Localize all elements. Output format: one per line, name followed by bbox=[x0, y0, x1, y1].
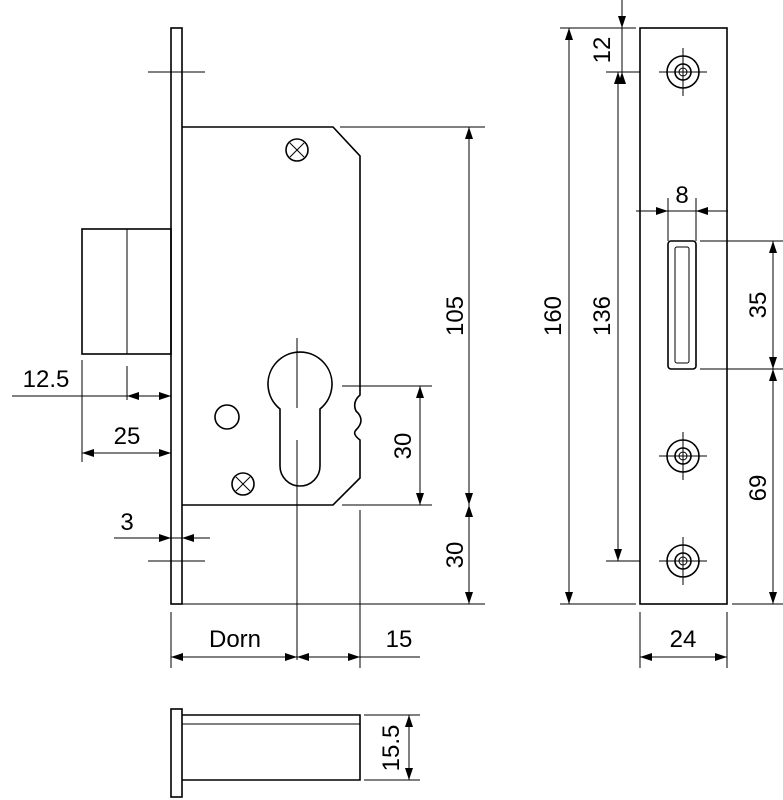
dim-24: 24 bbox=[639, 612, 728, 668]
case-screw-top-icon bbox=[285, 138, 309, 162]
dim-30-cylinder: 30 bbox=[342, 385, 432, 506]
dim-25: 25 bbox=[82, 423, 171, 457]
cylinder-profile-cutout bbox=[267, 338, 333, 660]
dim-35-label: 35 bbox=[745, 292, 772, 319]
latch-bolt bbox=[81, 228, 172, 355]
dim-8: 8 bbox=[636, 182, 728, 241]
follower-hole-icon bbox=[214, 404, 240, 430]
dim-105: 105 bbox=[442, 127, 473, 505]
dim-30-cylinder-label: 30 bbox=[390, 433, 417, 460]
dim-35: 35 bbox=[700, 240, 783, 370]
dim-12-5: 12.5 bbox=[12, 360, 171, 462]
dim-69: 69 bbox=[732, 369, 783, 605]
case-screw-bottom-icon bbox=[231, 472, 255, 496]
forend-screw-hole-3-icon bbox=[659, 537, 707, 585]
dim-15-5-label: 15.5 bbox=[378, 725, 405, 772]
dim-160: 160 bbox=[540, 27, 636, 605]
dim-3: 3 bbox=[114, 509, 210, 542]
dim-15-5: 15.5 bbox=[364, 714, 420, 781]
forend-screw-hole-1-icon bbox=[659, 48, 707, 96]
dim-8-label: 8 bbox=[675, 182, 688, 209]
dim-12-5-label: 12.5 bbox=[23, 366, 70, 393]
dim-136: 136 bbox=[589, 71, 640, 562]
dim-30-bottom-label: 30 bbox=[442, 542, 469, 569]
dim-24-label: 24 bbox=[670, 626, 697, 653]
lock-case bbox=[182, 126, 485, 605]
dim-12: 12 bbox=[589, 0, 626, 84]
dim-3-label: 3 bbox=[120, 509, 133, 536]
dim-30-bottom: 30 bbox=[442, 505, 473, 604]
dim-105-label: 105 bbox=[442, 296, 469, 336]
dim-15-label: 15 bbox=[386, 626, 413, 653]
dim-12-label: 12 bbox=[589, 37, 616, 64]
bottom-view bbox=[170, 708, 361, 798]
dim-dorn-label: Dorn bbox=[209, 626, 261, 653]
dim-160-label: 160 bbox=[540, 296, 567, 336]
dim-25-label: 25 bbox=[114, 423, 141, 450]
forend-plate-face bbox=[639, 27, 728, 605]
dim-136-label: 136 bbox=[589, 296, 616, 336]
dim-backset: Dorn 15 bbox=[170, 510, 420, 668]
forend-screw-hole-2-icon bbox=[659, 432, 707, 480]
forend-plate-side bbox=[148, 27, 205, 605]
dim-69-label: 69 bbox=[745, 475, 772, 502]
